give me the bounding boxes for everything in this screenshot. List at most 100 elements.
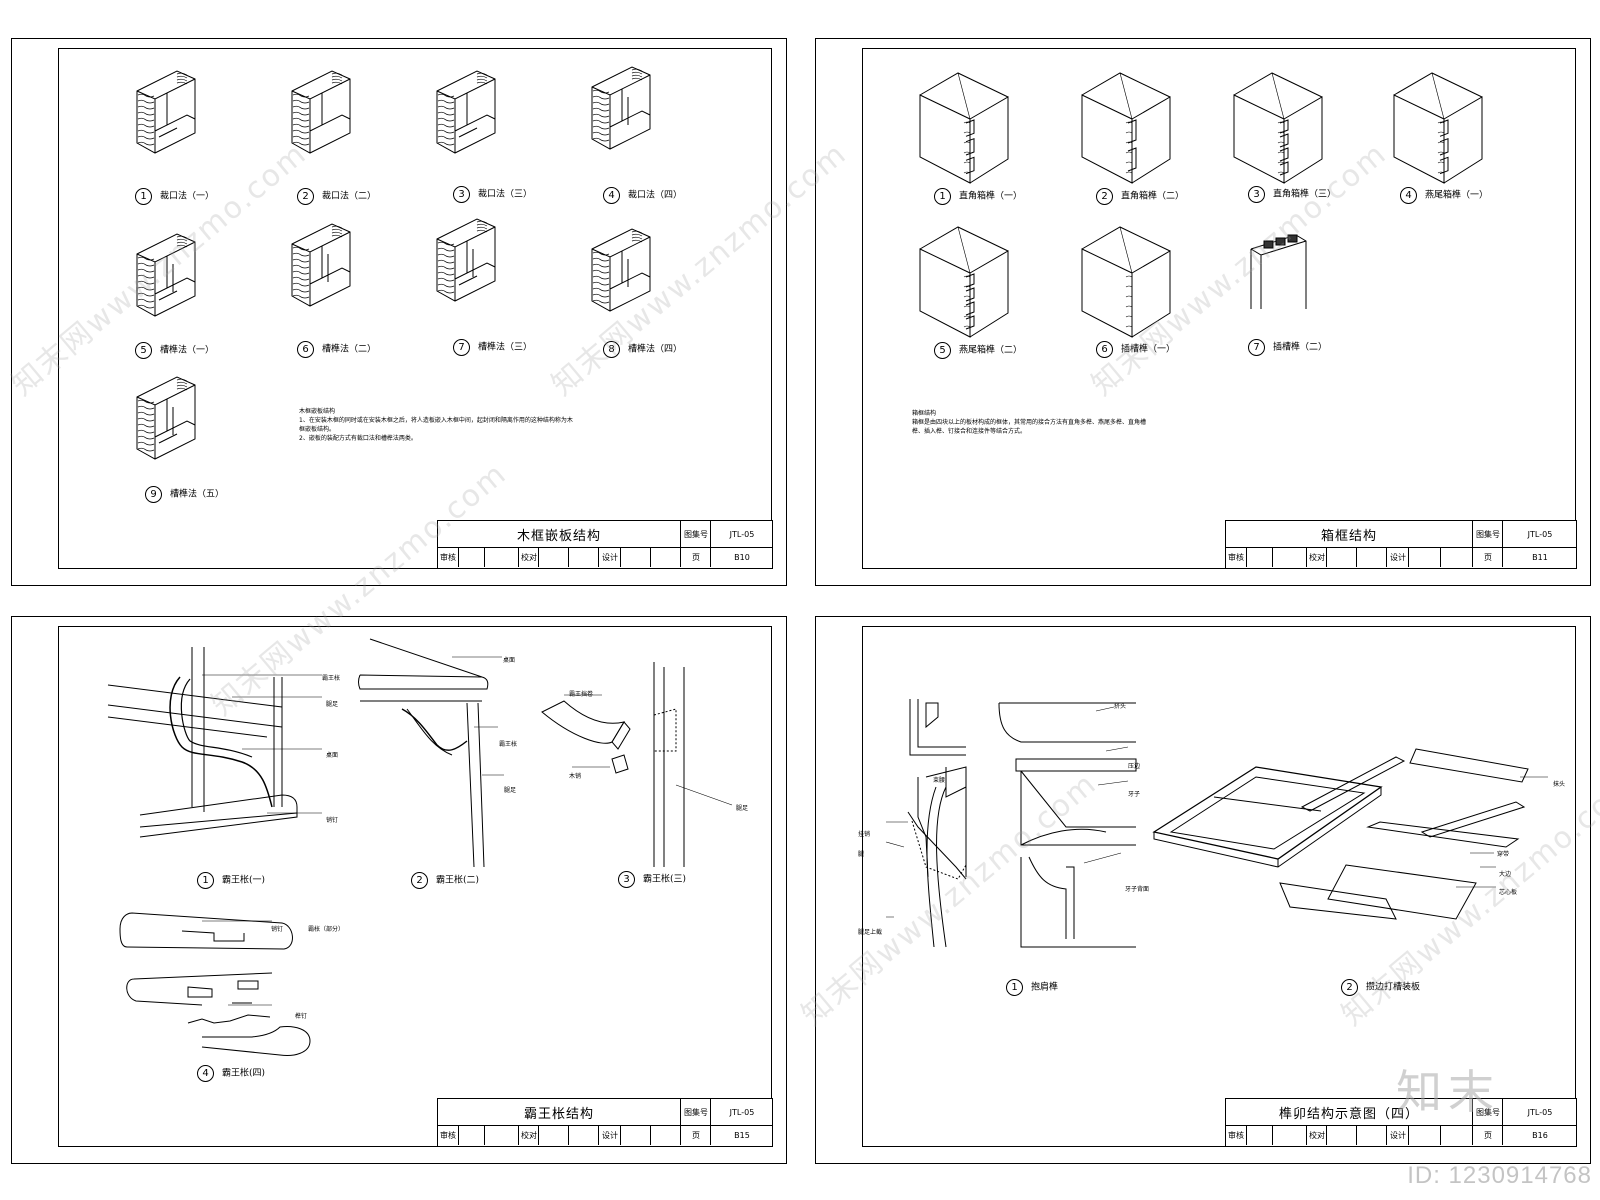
drawing-line [1125, 131, 1133, 134]
drawing-line [437, 241, 455, 246]
label-motou: 抹头 [1553, 781, 1566, 788]
drawing-line [969, 96, 1009, 184]
atlas-number: JTL-05 [1502, 1099, 1577, 1126]
drawing-line [137, 292, 155, 297]
label-tenon-pin: 榫钉 [295, 1013, 308, 1020]
box-joint-1 [919, 72, 1009, 184]
drawing-line [592, 95, 610, 100]
mortise-slot [653, 708, 677, 752]
drawing-line [1431, 72, 1445, 120]
drawing-line [292, 111, 310, 116]
sheet-inner-frame [862, 626, 1576, 1147]
design-cell [1408, 548, 1441, 567]
drawing-line [631, 230, 643, 234]
review-label: 审核 [1228, 553, 1244, 562]
drawing-line [136, 233, 196, 317]
drawing-line [292, 252, 310, 257]
check-label: 校对 [518, 1126, 539, 1145]
drawing-line [137, 99, 155, 104]
drawing-line [437, 117, 455, 122]
drawing-line [476, 78, 488, 82]
review-cell [1246, 1126, 1273, 1145]
drawing-line [965, 137, 975, 156]
drawing-line [437, 123, 455, 128]
long-rail [1420, 801, 1526, 838]
drawing-line [592, 119, 610, 124]
core-panel [1327, 864, 1477, 920]
leader-lines [1083, 706, 1129, 864]
drawing-line [1437, 161, 1445, 164]
page-number: B11 [1502, 548, 1577, 567]
scroll-bracket [541, 700, 626, 744]
drawing-line [136, 376, 196, 460]
drawing-line [631, 239, 643, 243]
drawing-line [1279, 119, 1289, 134]
drawing-line [437, 265, 455, 270]
drawing-line [963, 285, 971, 288]
drawing-line [1437, 171, 1445, 174]
drawing-line [176, 381, 188, 385]
drawing-line [1437, 131, 1445, 134]
end-piece [1409, 748, 1529, 783]
drawing-line [291, 70, 351, 154]
leg-lines [653, 662, 685, 867]
drawing-line [137, 417, 155, 422]
sheet-title: 木框嵌板结构 [438, 521, 681, 548]
drawing-line [965, 273, 975, 288]
drawing-line [137, 447, 155, 452]
drawing-line [137, 129, 155, 134]
drawing-line [137, 298, 155, 303]
drawing-line [436, 218, 496, 302]
drawing-line [176, 238, 188, 242]
leader-lines [885, 821, 908, 918]
frame-corner-7 [436, 218, 496, 302]
leader-lines [202, 674, 322, 814]
design-cell-2 [1440, 548, 1473, 567]
drawing-line [963, 131, 971, 134]
drawing-line [1119, 72, 1133, 120]
check-label: 校对 [518, 548, 539, 567]
apron-curve [1020, 828, 1107, 846]
pin-rod-2 [126, 972, 273, 1006]
drawing-line [965, 287, 975, 302]
description-note: 木框嵌板结构 1、在安装木框的同时或在安装木框之后，将人造板嵌入木框中间，起封闭… [299, 408, 573, 442]
frame-cross [1213, 796, 1322, 812]
label-yabian: 压边 [1128, 763, 1141, 770]
drawing-line [176, 81, 188, 85]
label-stretcher-part: 霸枨（部分） [308, 926, 345, 933]
drawing-line [592, 251, 610, 256]
table-top-edge [139, 794, 298, 838]
drawing-line [292, 105, 310, 110]
sheet-inner-frame [58, 48, 772, 569]
drawing-line [592, 263, 610, 268]
image-id: ID: 1230914768 [1407, 1162, 1592, 1189]
check-cell [538, 548, 569, 567]
drawing-line [965, 301, 975, 316]
drawing-line [1393, 94, 1445, 184]
label-tabletop-2: 桌面 [503, 657, 516, 664]
table-top-edge [139, 812, 298, 828]
drawing-line [137, 411, 155, 416]
drawing-line [476, 81, 488, 85]
label-tabletop: 桌面 [326, 752, 339, 759]
tabletop-profile [358, 638, 489, 690]
drawing-line [592, 293, 610, 298]
drawing-line [1125, 121, 1133, 124]
page-number: B10 [710, 548, 773, 567]
drawing-line [137, 117, 155, 122]
label-bawangcheng-2: 霸王枨 [499, 741, 518, 748]
drawing-sheet-b16: 挤头 压边 牙子 束腰 牙子背面 挂销 腿 腿足上截 抹头 穿带 大边 芯心板 … [815, 616, 1591, 1164]
drawing-line [137, 405, 155, 410]
atlas-number: JTL-05 [1502, 521, 1577, 548]
frame-corner-1 [136, 70, 196, 154]
drawing-line [1277, 121, 1285, 124]
drawing-line [437, 289, 455, 294]
drawing-line [331, 225, 343, 229]
frame-corner-5 [136, 233, 196, 317]
drawing-line [631, 236, 643, 240]
